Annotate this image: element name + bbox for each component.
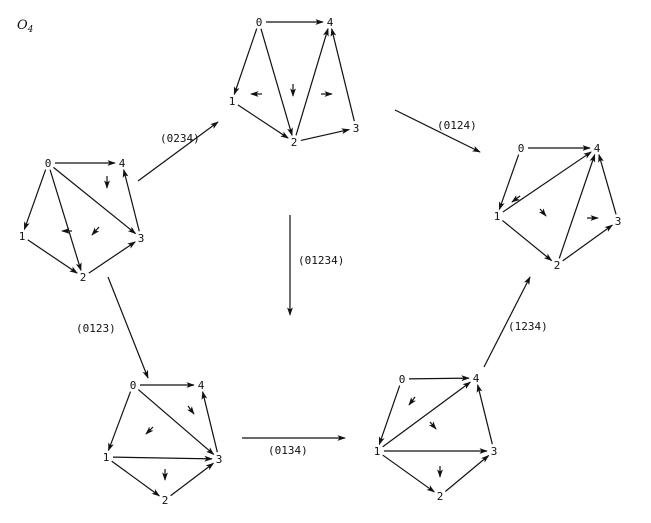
edge-c4-3-4 — [201, 390, 218, 453]
edge-c5-0-4 — [408, 375, 470, 382]
vertex-label-c1-0: 0 — [45, 157, 52, 170]
transition-arrow-c5-c3 — [483, 276, 531, 368]
edge-c1-0-1 — [23, 169, 47, 231]
edge-c3-2-4 — [558, 153, 596, 259]
vertex-label-c3-3: 3 — [615, 215, 622, 228]
transition-arrow-c1-c4 — [107, 276, 149, 379]
vertex-label-c2-3: 3 — [353, 122, 360, 135]
transition-arrow-c2-c3 — [394, 109, 481, 153]
orientation-arrow-icon — [145, 426, 154, 435]
vertex-label-c1-3: 3 — [138, 232, 145, 245]
vertex-label-c2-0: 0 — [256, 16, 263, 29]
transition-label-c5-c3: (1234) — [508, 320, 548, 333]
vertex-label-c2-4: 4 — [327, 16, 334, 29]
edge-c4-0-1 — [107, 391, 132, 452]
edge-c2-1-2 — [237, 104, 289, 139]
diagram-title: O4 — [17, 18, 34, 35]
vertex-label-c5-2: 2 — [437, 490, 444, 503]
edge-c3-2-3 — [562, 224, 614, 262]
orientation-arrow-icon — [408, 396, 416, 406]
vertex-label-c4-4: 4 — [198, 379, 205, 392]
edge-c4-2-3 — [170, 462, 215, 497]
edge-c2-0-2 — [260, 28, 293, 137]
orientation-arrow-icon — [91, 226, 100, 236]
vertex-label-c5-1: 1 — [374, 445, 381, 458]
vertex-label-c4-0: 0 — [130, 379, 137, 392]
vertex-label-c3-1: 1 — [494, 210, 501, 223]
edge-c5-1-4 — [382, 381, 472, 448]
edge-c2-0-1 — [233, 28, 258, 96]
vertex-label-c3-2: 2 — [554, 259, 561, 272]
vertex-label-c3-0: 0 — [518, 142, 525, 155]
edge-c1-0-3 — [53, 166, 137, 235]
transition-label-c2-c3: (0124) — [437, 119, 477, 132]
edge-c1-3-4 — [122, 168, 140, 232]
edge-c2-2-4 — [295, 27, 329, 136]
orientation-arrow-icon — [538, 208, 547, 217]
transition-label-c4-c5: (0134) — [268, 444, 308, 457]
orientation-arrow-icon — [187, 405, 195, 415]
vertex-label-c4-2: 2 — [162, 494, 169, 507]
edge-c2-3-4 — [330, 27, 355, 122]
vertex-label-c1-4: 4 — [119, 157, 126, 170]
edge-c3-3-4 — [598, 153, 617, 215]
edge-c4-0-3 — [137, 389, 215, 455]
edge-c5-0-1 — [378, 385, 401, 446]
transition-label-c2-c5: (01234) — [298, 254, 344, 267]
vertex-label-c4-1: 1 — [103, 451, 110, 464]
transition-label-c1-c4: (0123) — [76, 322, 116, 335]
vertex-label-c2-1: 1 — [229, 95, 236, 108]
vertex-label-c5-4: 4 — [473, 372, 480, 385]
edge-c5-1-2 — [382, 454, 435, 493]
vertex-label-c3-4: 4 — [594, 142, 601, 155]
vertex-label-c1-2: 2 — [80, 271, 87, 284]
vertex-label-c5-3: 3 — [491, 445, 498, 458]
orientation-arrow-icon — [511, 195, 521, 203]
vertex-label-c1-1: 1 — [19, 230, 26, 243]
edge-c5-2-3 — [444, 454, 490, 492]
vertex-label-c4-3: 3 — [216, 453, 223, 466]
transition-label-c1-c2: (0234) — [160, 132, 200, 145]
edge-c1-1-2 — [27, 239, 78, 274]
vertex-label-c5-0: 0 — [399, 373, 406, 386]
edge-c1-2-3 — [88, 241, 136, 274]
edge-c4-1-3 — [112, 455, 213, 462]
edge-c5-3-4 — [476, 383, 493, 445]
orientation-arrow-icon — [428, 421, 437, 430]
edge-c4-1-2 — [111, 460, 161, 497]
edge-c2-2-3 — [300, 128, 350, 142]
edge-c3-0-1 — [498, 154, 520, 211]
vertex-label-c2-2: 2 — [291, 136, 298, 149]
transition-arrow-c1-c2 — [137, 121, 219, 182]
edge-c1-0-2 — [49, 169, 82, 272]
edge-c3-1-2 — [502, 219, 553, 262]
